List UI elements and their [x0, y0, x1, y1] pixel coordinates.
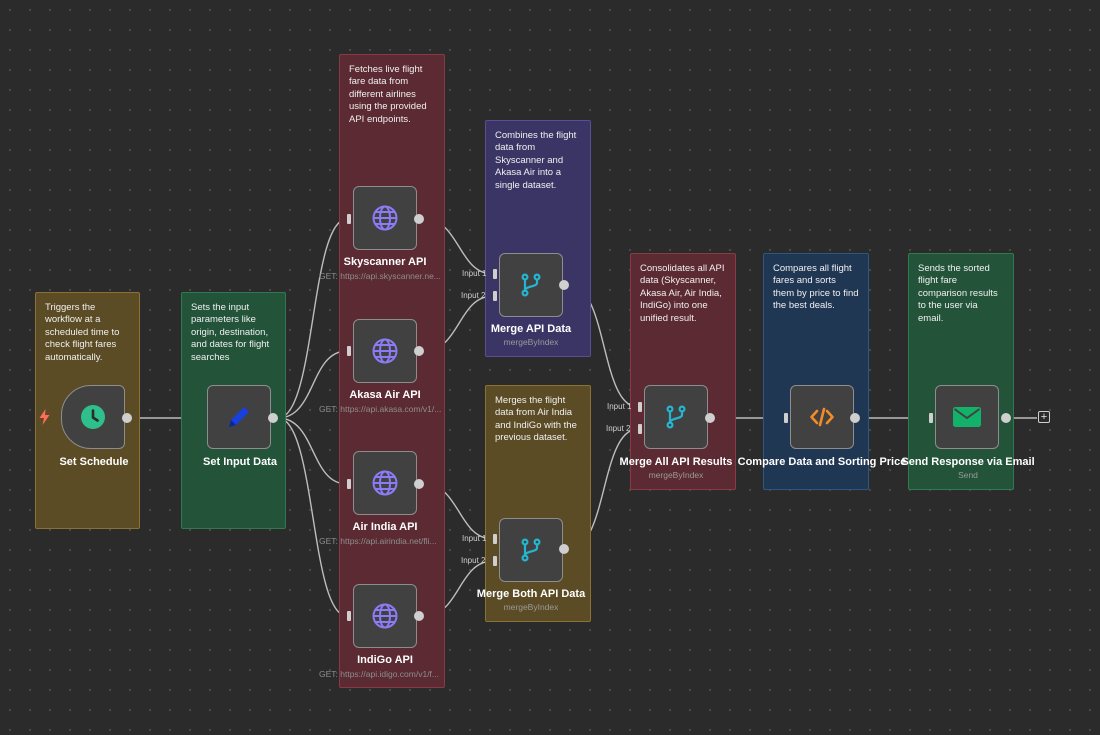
node-subtitle: mergeByIndex — [503, 602, 559, 612]
merge-api-data-node[interactable] — [499, 253, 563, 317]
output-port[interactable] — [850, 413, 860, 423]
node-title: Air India API — [352, 521, 418, 533]
merge-both-api-data-node[interactable] — [499, 518, 563, 582]
node-title: IndiGo API — [357, 654, 413, 666]
sticky-note-send[interactable]: Sends the sorted flight fare comparison … — [908, 253, 1014, 490]
node-url: GET: https://api.akasa.com/v1/... — [319, 404, 442, 414]
indigo-api-node[interactable] — [353, 584, 417, 648]
sticky-note-text: Sends the sorted flight fare comparison … — [918, 263, 998, 324]
merge-icon — [666, 405, 686, 429]
send-response-via-email-node[interactable] — [935, 385, 999, 449]
output-port[interactable] — [414, 214, 424, 224]
input-2-label: Input 2 — [606, 424, 631, 433]
sticky-note-merge-both[interactable]: Merges the flight data from Air India an… — [485, 385, 591, 622]
sticky-note-merge-all[interactable]: Consolidates all API data (Skyscanner, A… — [630, 253, 736, 490]
output-port[interactable] — [705, 413, 715, 423]
sticky-note-compare[interactable]: Compares all flight fares and sorts them… — [763, 253, 869, 490]
node-title: Merge Both API Data — [476, 588, 586, 600]
globe-icon — [372, 338, 398, 364]
node-title: Set Schedule — [59, 456, 129, 468]
sticky-note-text: Combines the flight data from Skyscanner… — [495, 130, 577, 191]
node-title: Skyscanner API — [343, 256, 427, 268]
input-port-1[interactable] — [638, 402, 642, 412]
input-2-label: Input 2 — [461, 556, 486, 565]
compare-data-sorting-price-node[interactable] — [790, 385, 854, 449]
output-port[interactable] — [414, 479, 424, 489]
sticky-note-text: Compares all flight fares and sorts them… — [773, 263, 859, 312]
node-subtitle: mergeByIndex — [503, 337, 559, 347]
node-subtitle: mergeByIndex — [648, 470, 704, 480]
globe-icon — [372, 470, 398, 496]
edge-input-to-airindia — [277, 417, 348, 485]
akasa-air-api-node[interactable] — [353, 319, 417, 383]
input-1-label: Input 1 — [607, 402, 632, 411]
sticky-note-text: Fetches live flight fare data from diffe… — [349, 64, 427, 125]
sticky-note-text: Sets the input parameters like origin, d… — [191, 302, 270, 363]
pencil-icon — [229, 407, 249, 427]
skyscanner-api-node[interactable] — [353, 186, 417, 250]
output-port[interactable] — [122, 413, 132, 423]
merge-all-api-results-node[interactable] — [644, 385, 708, 449]
sticky-note-text: Merges the flight data from Air India an… — [495, 395, 577, 444]
output-port[interactable] — [1001, 413, 1011, 423]
node-url: GET: https://api.idigo.com/v1/f... — [319, 669, 439, 679]
sticky-note-text: Triggers the workflow at a scheduled tim… — [45, 302, 120, 363]
input-port-1[interactable] — [493, 534, 497, 544]
input-port-2[interactable] — [493, 291, 497, 301]
edge-input-to-skyscanner — [277, 218, 348, 419]
output-port[interactable] — [414, 346, 424, 356]
input-port-2[interactable] — [638, 424, 642, 434]
node-title: Compare Data and Sorting Price — [737, 456, 907, 468]
output-port[interactable] — [559, 280, 569, 290]
node-title: Set Input Data — [203, 456, 277, 468]
code-icon — [810, 407, 834, 427]
input-port-1[interactable] — [493, 269, 497, 279]
input-port[interactable] — [929, 413, 933, 423]
output-port[interactable] — [414, 611, 424, 621]
globe-icon — [372, 205, 398, 231]
node-title: Akasa Air API — [349, 389, 421, 401]
trigger-bolt-icon — [39, 409, 50, 425]
sticky-note-merge-api[interactable]: Combines the flight data from Skyscanner… — [485, 120, 591, 357]
input-port-2[interactable] — [493, 556, 497, 566]
globe-icon — [372, 603, 398, 629]
input-port[interactable] — [347, 346, 351, 356]
input-port[interactable] — [347, 214, 351, 224]
set-schedule-node[interactable] — [61, 385, 125, 449]
set-input-data-node[interactable] — [207, 385, 271, 449]
merge-icon — [521, 273, 541, 297]
node-subtitle: Send — [958, 470, 978, 480]
node-title: Merge All API Results — [619, 456, 733, 468]
node-title: Send Response via Email — [901, 456, 1035, 468]
envelope-icon — [953, 407, 981, 427]
merge-icon — [521, 538, 541, 562]
input-port[interactable] — [347, 611, 351, 621]
node-url: GET: https://api.airindia.net/fli... — [319, 536, 437, 546]
input-1-label: Input 1 — [462, 269, 487, 278]
clock-icon — [81, 405, 105, 429]
input-port[interactable] — [784, 413, 788, 423]
edge-input-to-indigo — [277, 417, 348, 617]
node-url: GET: https://api.skyscanner.ne... — [319, 271, 441, 281]
sticky-note-text: Consolidates all API data (Skyscanner, A… — [640, 263, 725, 324]
input-2-label: Input 2 — [461, 291, 486, 300]
input-1-label: Input 1 — [462, 534, 487, 543]
air-india-api-node[interactable] — [353, 451, 417, 515]
input-port[interactable] — [347, 479, 351, 489]
add-node-button[interactable]: + — [1038, 411, 1050, 423]
node-title: Merge API Data — [490, 323, 572, 335]
output-port[interactable] — [559, 544, 569, 554]
output-port[interactable] — [268, 413, 278, 423]
edge-input-to-akasa — [277, 350, 348, 419]
